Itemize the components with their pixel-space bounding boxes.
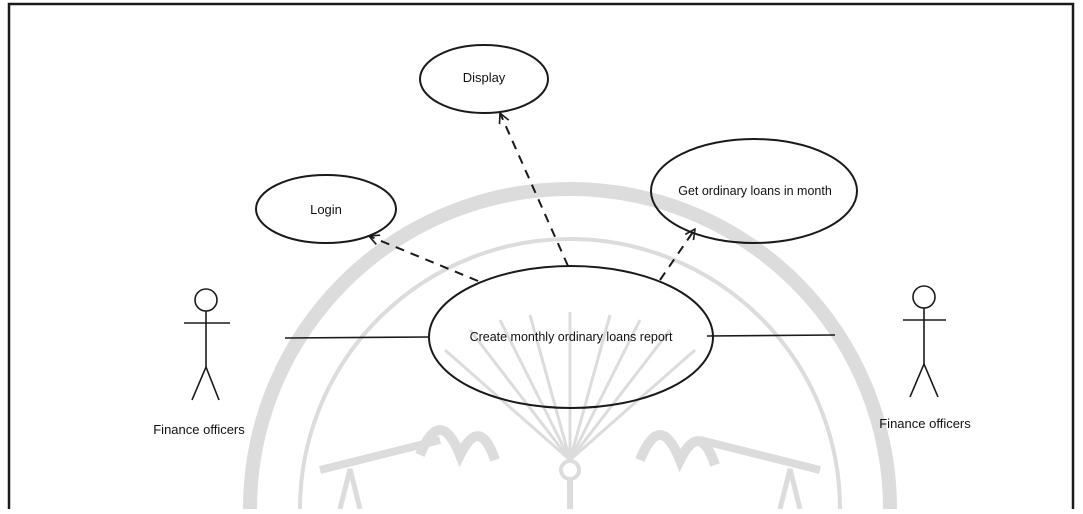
actor-left-leg	[205, 366, 220, 401]
use-case-get-loans-label: Get ordinary loans in month	[678, 184, 832, 198]
actor-right-label: Finance officers	[879, 416, 971, 431]
actor-right-head	[912, 285, 936, 309]
actor-left-label: Finance officers	[153, 422, 245, 437]
actor-right-leg	[923, 363, 939, 398]
actor-left	[184, 288, 230, 401]
use-case-create-report-label: Create monthly ordinary loans report	[470, 330, 673, 344]
association-line-left	[284, 336, 431, 339]
actor-left-leg	[191, 366, 207, 401]
use-case-login-label: Login	[310, 202, 342, 217]
dependency-arrow-login	[369, 236, 479, 282]
dependency-arrow-get-loans	[659, 229, 695, 281]
use-case-display-label: Display	[463, 70, 506, 85]
actor-right	[903, 285, 946, 398]
use-case-create-report: Create monthly ordinary loans report	[428, 265, 714, 409]
use-case-login: Login	[255, 174, 397, 244]
association-line-right	[706, 334, 836, 337]
watermark-seal	[243, 182, 897, 510]
dependency-arrow-display	[500, 113, 569, 267]
use-case-display: Display	[419, 44, 549, 114]
diagram-frame	[7, 2, 1075, 514]
actor-left-head	[194, 288, 218, 312]
actor-right-leg	[909, 363, 925, 398]
use-case-get-loans: Get ordinary loans in month	[650, 138, 858, 244]
